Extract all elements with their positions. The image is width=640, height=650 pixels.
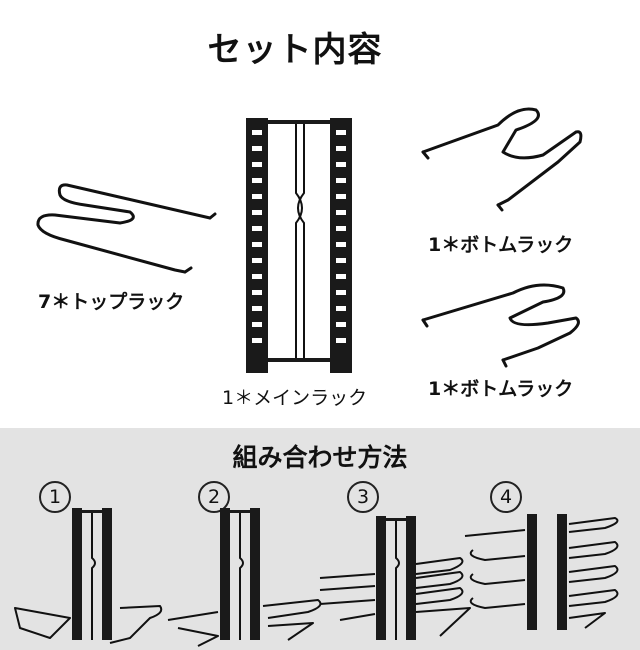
step-4-illustration <box>464 514 619 630</box>
step-number-2: 2 <box>198 481 230 513</box>
page-title: セット内容 <box>207 30 383 70</box>
top-rack-illustration <box>36 183 217 274</box>
step-2-illustration <box>167 508 322 647</box>
bottom-rack-illustration-1 <box>421 107 583 212</box>
step-number-3: 3 <box>347 481 379 513</box>
step-3-illustration <box>319 516 471 640</box>
bottom-rack-label-1: 1＊ボトムラック <box>428 234 574 256</box>
main-rack-label: 1＊メインラック <box>222 387 368 409</box>
top-rack-label: 7＊トップラック <box>38 291 185 313</box>
step-number-4: 4 <box>490 481 522 513</box>
step-1-illustration <box>14 508 163 644</box>
step-number-1: 1 <box>39 481 71 513</box>
main-rack-illustration <box>246 118 352 373</box>
bottom-rack-label-2: 1＊ボトムラック <box>428 378 574 400</box>
assembly-title: 組み合わせ方法 <box>232 443 408 472</box>
bottom-rack-illustration-2 <box>421 283 580 368</box>
